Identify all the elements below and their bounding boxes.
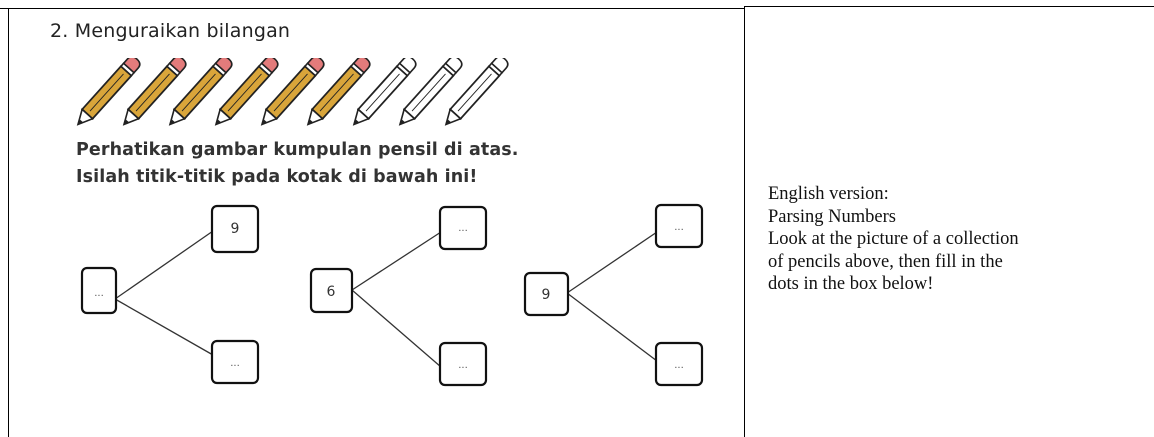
table-border-top-left — [0, 8, 745, 9]
pencil-uncolored-icon — [352, 58, 417, 126]
bond-3-root-box[interactable]: 9 — [523, 271, 570, 317]
bond-1-root-value: ... — [94, 288, 104, 299]
bond-2-root-box[interactable]: 6 — [309, 267, 354, 314]
bond-1-top-box[interactable]: 9 — [210, 204, 260, 254]
english-line-3: Look at the picture of a collection — [768, 229, 1019, 249]
pencil-uncolored-icon — [444, 58, 509, 126]
bond-2-top-value: ... — [458, 223, 468, 234]
bond-1-root-box[interactable]: ... — [80, 266, 118, 315]
english-line-5: dots in the box below! — [768, 274, 934, 294]
bond-3-root-value: 9 — [542, 287, 551, 303]
bond-2-top-box[interactable]: ... — [438, 205, 488, 251]
bond-1-bottom-box[interactable]: ... — [210, 339, 260, 385]
table-border-divider — [744, 6, 745, 437]
bond-1-bottom-value: ... — [230, 358, 240, 369]
bond-2-bottom-box[interactable]: ... — [438, 341, 488, 387]
bond-3-bottom-value: ... — [674, 360, 684, 371]
english-line-2: Parsing Numbers — [768, 206, 896, 227]
pencil-collection — [76, 58, 509, 126]
pencil-colored-icon — [122, 58, 187, 126]
bond-3-top-box[interactable]: ... — [654, 203, 704, 249]
bond-2-bottom-value: ... — [458, 360, 468, 371]
instruction-line-1: Perhatikan gambar kumpulan pensil di ata… — [76, 140, 519, 160]
number-bond-trees: ... 9 ... 6 ... — [80, 203, 704, 387]
pencil-uncolored-icon — [398, 58, 463, 126]
number-bond-1: ... 9 ... — [80, 204, 260, 385]
number-bond-2: 6 ... ... — [309, 205, 488, 387]
english-translation: English version: Parsing Numbers Look at… — [768, 183, 1019, 296]
pencil-colored-icon — [168, 58, 233, 126]
pencil-colored-icon — [306, 58, 371, 126]
pencil-colored-icon — [214, 58, 279, 126]
bond-2-root-value: 6 — [327, 284, 336, 300]
table-border-top-right — [745, 6, 1154, 7]
bond-1-top-value: 9 — [231, 221, 240, 237]
number-bond-3: 9 ... ... — [523, 203, 704, 387]
english-line-4: of pencils above, then fill in the — [768, 251, 1003, 272]
exercise-title: 2. Menguraikan bilangan — [50, 20, 291, 42]
instruction-line-2: Isilah titik-titik pada kotak di bawah i… — [76, 167, 478, 187]
bond-3-bottom-box[interactable]: ... — [654, 341, 704, 387]
pencil-colored-icon — [76, 58, 141, 126]
bond-3-top-value: ... — [674, 222, 684, 233]
english-line-1: English version: — [768, 184, 889, 204]
pencil-colored-icon — [260, 58, 325, 126]
table-border-left — [8, 8, 9, 437]
